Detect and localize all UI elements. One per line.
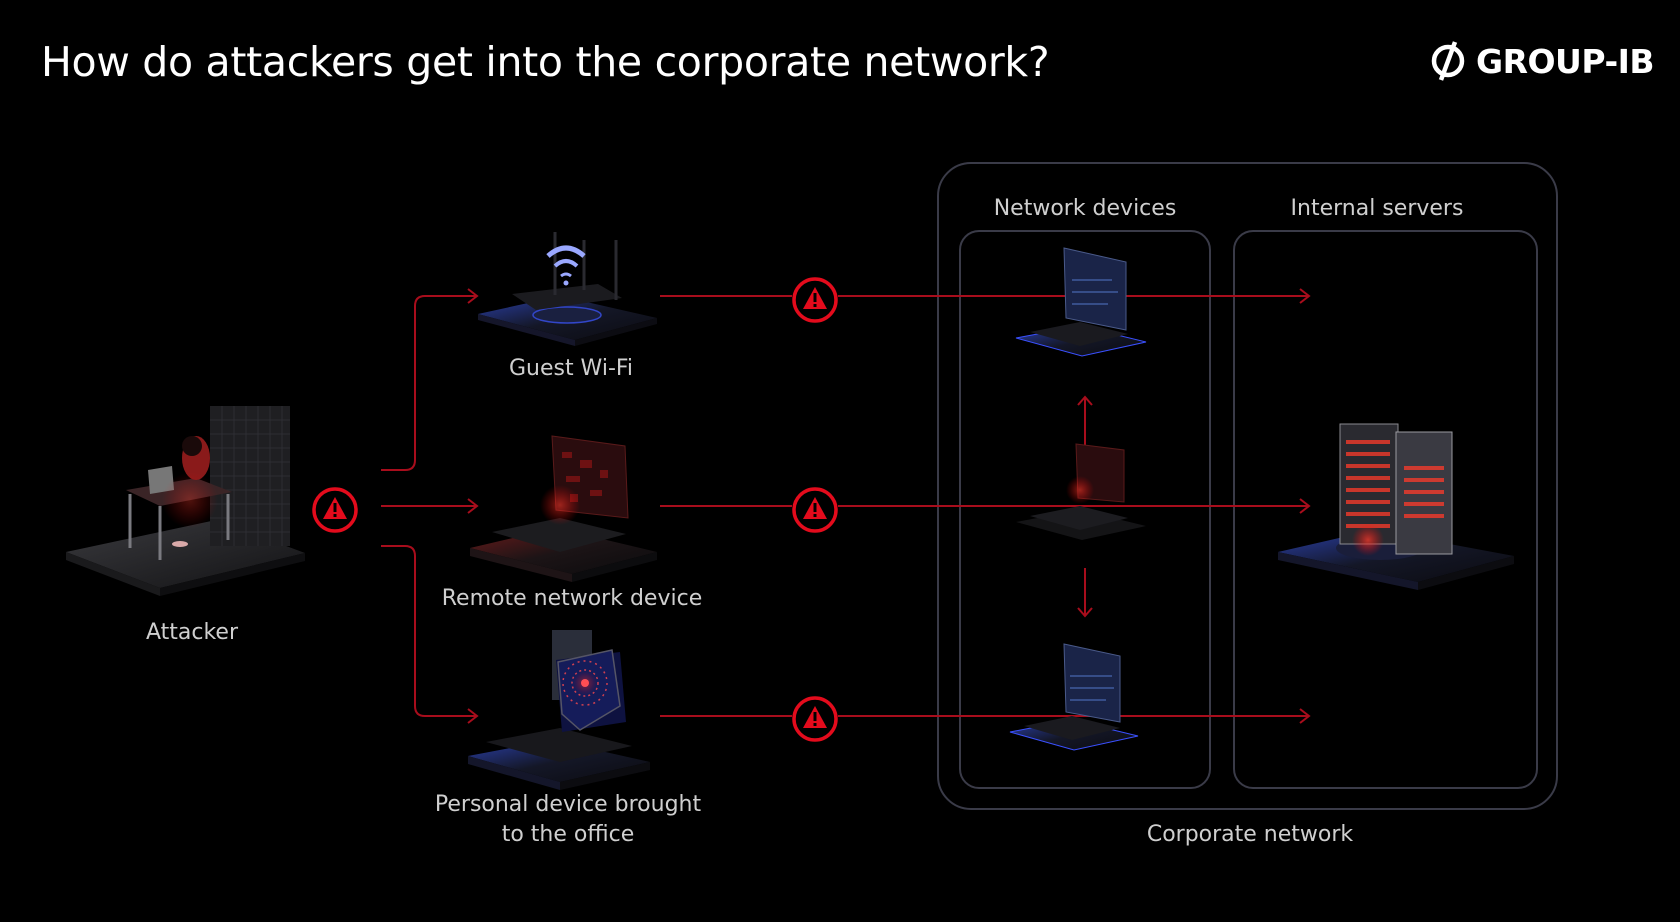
branch-bottom-line xyxy=(381,545,476,717)
attacker-label: Attacker xyxy=(145,620,239,645)
entry-point-label-remote: Remote network device xyxy=(441,586,703,611)
infected-laptop-illustration xyxy=(470,435,657,582)
group-ib-logo-icon xyxy=(1431,41,1465,81)
flow-arrowhead-middle xyxy=(1299,498,1311,514)
warning-badge-remote xyxy=(792,487,838,533)
entry-point-label-personal: Personal device brought xyxy=(434,792,702,817)
network-device-top-illustration xyxy=(1015,247,1147,357)
brand-logo: GROUP-IB xyxy=(1428,40,1655,82)
attacker-illustration xyxy=(66,406,305,596)
branch-top-line xyxy=(381,295,476,471)
warning-badge-attacker xyxy=(312,487,358,533)
network-device-bottom-illustration xyxy=(1009,643,1139,751)
lateral-arrow-up xyxy=(1077,395,1093,445)
entry-point-label-wifi: Guest Wi-Fi xyxy=(508,356,634,381)
flow-arrowhead-top xyxy=(1299,288,1311,304)
arrowhead-top xyxy=(467,288,479,304)
arrowhead-middle xyxy=(467,498,479,514)
wifi-router-illustration xyxy=(478,232,657,346)
lateral-arrow-down xyxy=(1077,568,1093,618)
entry-point-label-personal-line2: to the office xyxy=(501,822,635,847)
arrowhead-bottom xyxy=(467,708,479,724)
warning-badge-wifi xyxy=(792,277,838,323)
corporate-network-frame xyxy=(937,162,1558,810)
internal-servers-frame xyxy=(1233,230,1538,789)
network-devices-label: Network devices xyxy=(993,196,1177,221)
page-title: How do attackers get into the corporate … xyxy=(41,38,1050,86)
personal-laptop-illustration xyxy=(468,630,650,790)
network-devices-frame xyxy=(959,230,1211,789)
connector-lines xyxy=(381,288,1311,724)
network-device-middle-illustration xyxy=(1016,443,1146,540)
warning-badge-personal xyxy=(792,696,838,742)
brand-name: GROUP-IB xyxy=(1476,41,1655,81)
internal-servers-label: Internal servers xyxy=(1290,196,1464,221)
corporate-network-label: Corporate network xyxy=(1146,822,1354,847)
flow-arrowhead-bottom xyxy=(1299,708,1311,724)
server-towers-illustration xyxy=(1278,423,1514,590)
